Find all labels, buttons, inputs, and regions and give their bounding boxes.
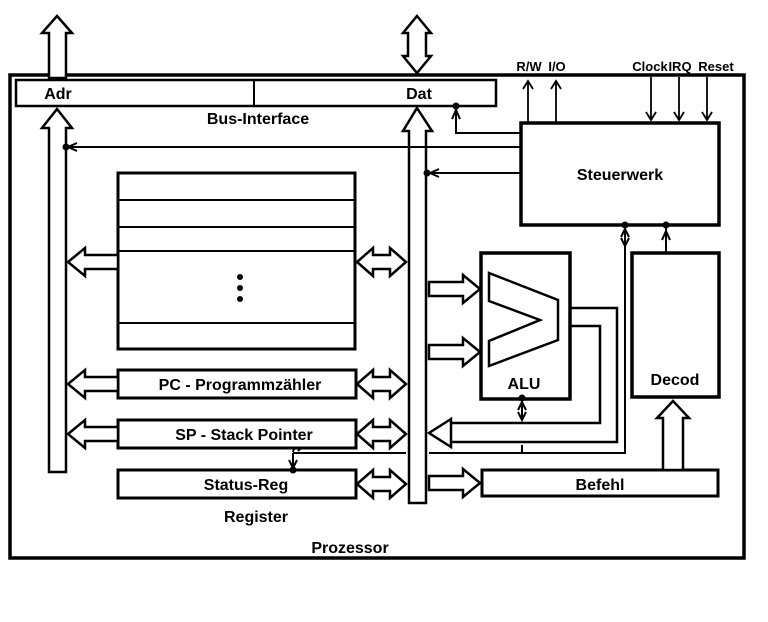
irq-signal-label: IRQ (668, 59, 691, 74)
junction-dot (62, 143, 70, 151)
adr-bus-external-arrow (39, 14, 75, 80)
ellipsis-dot-icon (237, 274, 243, 280)
dat-to-alu-upper-arrow (427, 272, 482, 306)
arrowhead-up-icon (620, 226, 630, 238)
junction-dot (518, 394, 526, 402)
clock-signal-label: Clock (632, 59, 668, 74)
arrowhead-up-icon (517, 399, 527, 411)
junction-dot (621, 221, 629, 229)
decod-label: Decod (651, 372, 700, 389)
arrowhead-down-icon (620, 237, 630, 249)
arrowhead-up-icon (451, 107, 461, 120)
junction-dot (452, 102, 460, 110)
junction-dot (423, 169, 431, 177)
register-group-label: Register (224, 509, 288, 526)
arrowhead-up-icon (661, 228, 671, 241)
dat-bus-internal-arrow (400, 105, 435, 505)
dat-to-befehl-arrow (427, 466, 482, 500)
decod-box (630, 251, 721, 399)
reset-signal-label: Reset (698, 59, 734, 74)
sp-box (116, 418, 358, 450)
register-ellipsis-dots (237, 274, 243, 302)
rw-signal-label: R/W (516, 59, 542, 74)
arrowhead-down-icon (673, 111, 685, 122)
ellipsis-dot-icon (237, 285, 243, 291)
ctrl-line-dat-write (455, 110, 521, 134)
alu-output-outer-line (451, 306, 619, 444)
befehl-box (480, 468, 720, 498)
sp-dat-double-arrow (355, 417, 408, 451)
dat-label: Dat (406, 86, 432, 103)
status-reg-box (116, 468, 358, 500)
arrowhead-down-icon (645, 111, 657, 122)
arrowhead-down-icon (701, 111, 713, 122)
status-dat-double-arrow (355, 467, 408, 501)
alu-output-bus (451, 306, 619, 444)
ctrl-line-steuerwerk-status (429, 225, 626, 454)
pc-dat-double-arrow (355, 367, 408, 401)
junction-dot (289, 466, 297, 474)
alu-output-arrowhead-icon (426, 416, 453, 450)
befehl-label: Befehl (576, 477, 625, 494)
alu-chevron-icon (487, 271, 560, 368)
junction-dot (662, 221, 670, 229)
bus-interface-label: Bus-Interface (207, 111, 309, 128)
steuerwerk-label: Steuerwerk (577, 167, 663, 184)
alu-label: ALU (508, 376, 541, 393)
arrowhead-up-icon (522, 79, 534, 90)
dat-to-alu-lower-arrow (427, 335, 482, 369)
bus-connection-arrows (66, 245, 692, 501)
steuerwerk-box (519, 121, 721, 227)
ellipsis-dot-icon (237, 296, 243, 302)
registerfile-to-adr-arrow (66, 245, 120, 279)
adr-bus-internal-arrow (39, 106, 75, 474)
bus-interface-box (14, 78, 498, 108)
register-file-rows (118, 199, 355, 324)
arrowhead-up-icon (550, 79, 562, 90)
prozessor-label: Prozessor (311, 540, 388, 557)
register-file-box (116, 171, 357, 351)
pc-label: PC - Programmzähler (159, 377, 322, 394)
signal-arrows (522, 77, 713, 123)
adr-label: Adr (44, 86, 72, 103)
sp-label: SP - Stack Pointer (175, 427, 313, 444)
dat-bus-external-double-arrow (400, 14, 434, 75)
alu-output-inner-line (451, 324, 602, 425)
pc-to-adr-arrow (66, 367, 120, 401)
befehl-to-decod-arrow (654, 399, 692, 472)
status-reg-label: Status-Reg (204, 477, 288, 494)
arrowhead-down-icon (517, 411, 527, 423)
registerfile-dat-double-arrow (355, 245, 408, 279)
junction-dots (62, 102, 670, 474)
io-signal-label: I/O (548, 59, 565, 74)
sp-to-adr-arrow (66, 417, 120, 451)
